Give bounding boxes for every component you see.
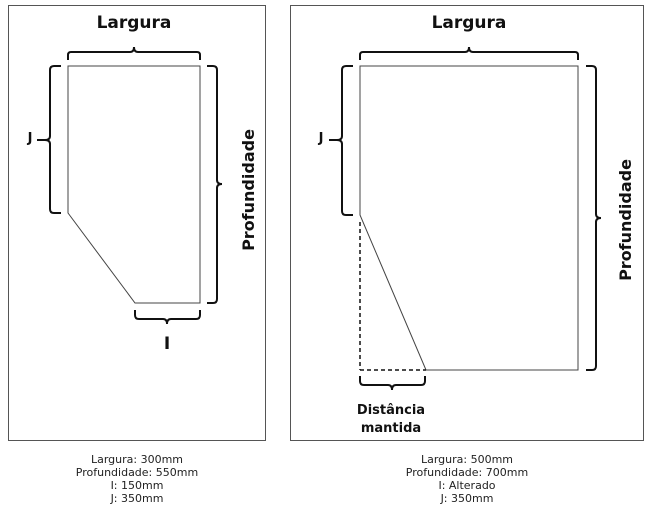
left-caption: Largura: 300mm Profundidade: 550mm I: 15… (8, 453, 266, 505)
right-width-brace (359, 46, 579, 60)
right-caption: Largura: 500mm Profundidade: 700mm I: Al… (290, 453, 644, 505)
left-j-brace (44, 65, 61, 214)
left-panel-frame (8, 5, 266, 441)
left-caption-j: J: 350mm (110, 492, 164, 505)
right-depth-brace (586, 65, 602, 371)
left-i-label: I (164, 334, 170, 354)
left-width-label: Largura (97, 13, 172, 33)
right-distance-brace (359, 376, 426, 391)
right-j-label: J (318, 131, 324, 146)
right-width-label: Largura (432, 13, 507, 33)
left-caption-depth: Profundidade: 550mm (75, 466, 199, 479)
right-caption-width: Largura: 500mm (420, 453, 514, 466)
left-j-label: J (27, 131, 33, 146)
left-width-brace (67, 46, 201, 60)
right-depth-label: Profundidade (616, 159, 635, 281)
right-caption-j: J: 350mm (440, 492, 494, 505)
right-distance-label-line1: Distância (357, 403, 425, 418)
left-shape-outline (67, 65, 201, 304)
right-caption-depth: Profundidade: 700mm (405, 466, 529, 479)
right-shape-outline (359, 65, 579, 371)
left-depth-brace (207, 65, 223, 304)
left-caption-width: Largura: 300mm (90, 453, 184, 466)
right-caption-i: I: Alterado (438, 479, 496, 492)
left-depth-label: Profundidade (239, 129, 258, 251)
left-caption-i: I: 150mm (110, 479, 164, 492)
right-panel-frame (290, 5, 644, 441)
right-j-brace (336, 65, 353, 216)
right-distance-label-line2: mantida (361, 421, 421, 436)
left-i-brace (134, 310, 201, 325)
